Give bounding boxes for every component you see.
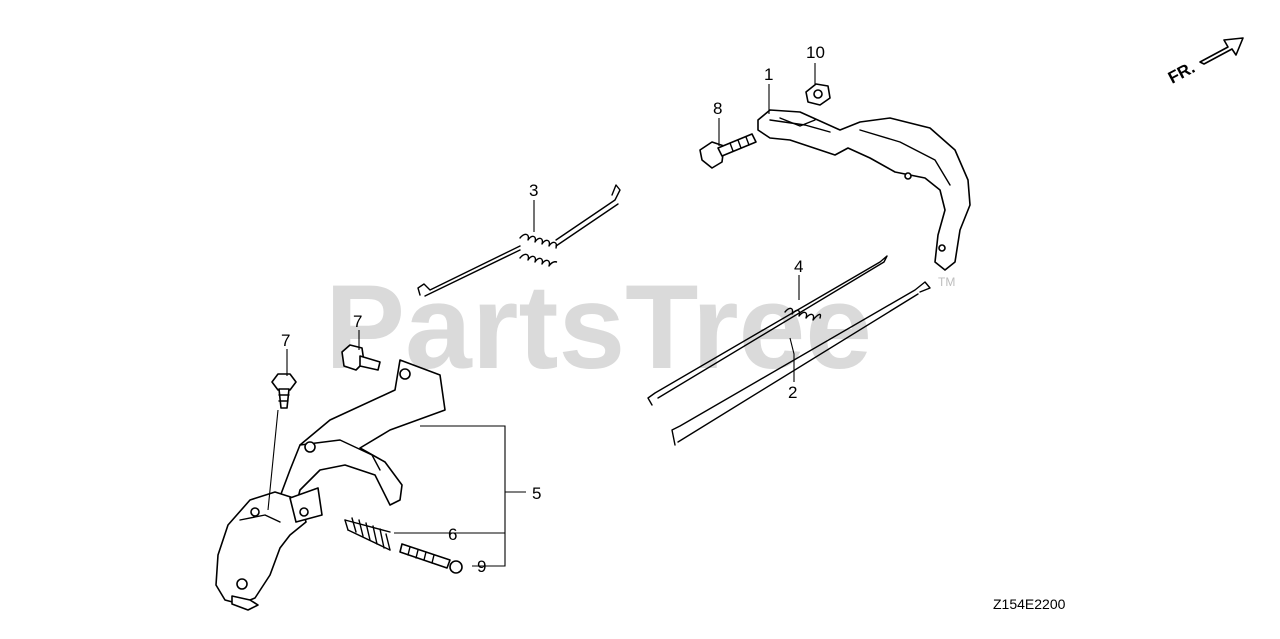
- callout-3: 3: [529, 181, 538, 200]
- watermark-trademark: TM: [938, 275, 955, 289]
- front-arrow-icon: [1199, 37, 1244, 65]
- callout-6: 6: [448, 525, 457, 544]
- callout-10: 10: [806, 43, 825, 62]
- front-label: FR.: [1165, 58, 1198, 88]
- callout-5: 5: [532, 484, 541, 503]
- part-6-spring: [344, 517, 391, 551]
- part-1-lever-bracket: [757, 109, 971, 271]
- part-10-nut: [805, 83, 831, 106]
- callout-1: 1: [764, 65, 773, 84]
- callout-9: 9: [477, 557, 486, 576]
- part-4-rod-spring: [647, 255, 888, 406]
- part-2-rod: [671, 281, 931, 446]
- callout-2: 2: [788, 383, 797, 402]
- part-3-spring: [417, 184, 621, 297]
- part-5-lever-assembly: [215, 359, 446, 611]
- front-direction-indicator: FR.: [1165, 37, 1244, 88]
- diagram-code: Z154E2200: [993, 596, 1066, 612]
- callout-7-left: 7: [281, 331, 290, 350]
- part-8-bolt: [699, 133, 757, 169]
- part-9-bolt: [399, 543, 463, 574]
- part-7-bolt-left: [271, 373, 297, 409]
- callout-8: 8: [713, 99, 722, 118]
- part-7-bolt-upper: [341, 344, 381, 371]
- callout-7-upper: 7: [353, 312, 362, 331]
- callout-4: 4: [794, 257, 803, 276]
- leader-lines: [267, 63, 816, 567]
